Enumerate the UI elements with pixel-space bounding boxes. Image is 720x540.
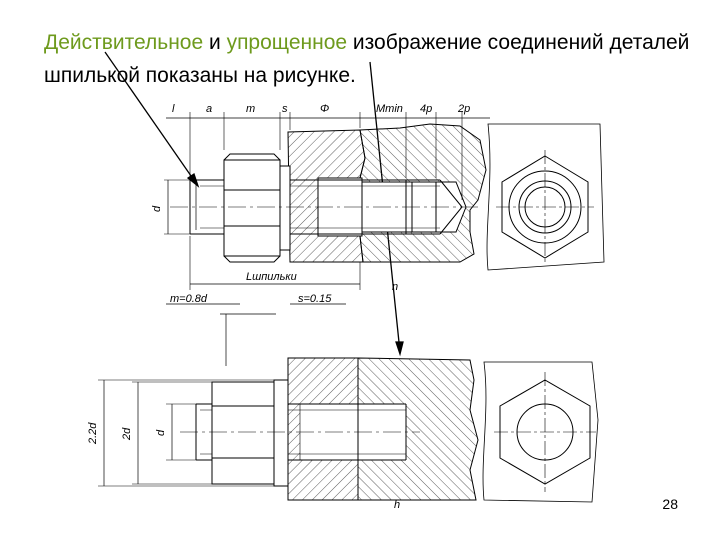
formula-lines xyxy=(166,303,346,366)
dim-label-mmin: Mmin xyxy=(376,103,403,115)
title-and: и xyxy=(203,31,227,54)
bottom-dimension-labels: 2.2d 2d d h xyxy=(87,422,400,511)
dim-label-d-bottom: d xyxy=(155,429,167,436)
top-dimension-labels: l a m s Φ Mmin 4p 2p d Lшпильки m=0.8d s… xyxy=(151,103,470,305)
s-formula-label: s=0.15 xyxy=(298,293,332,305)
title-accent-real: Действительное xyxy=(44,31,204,54)
title-rest: изображение соединений деталей шпилькой … xyxy=(44,31,690,87)
page-number: 28 xyxy=(662,496,678,512)
dim-label-2d: 2d xyxy=(121,427,133,441)
h-label: h xyxy=(394,499,400,511)
bottom-drawing xyxy=(98,357,599,503)
dim-label-phi: Φ xyxy=(320,103,329,115)
dim-label-l: l xyxy=(172,103,175,115)
dim-label-m: m xyxy=(246,103,255,115)
m-formula-label: m=0.8d xyxy=(170,293,208,305)
dim-label-d: d xyxy=(151,205,163,212)
dim-label-4p: 4p xyxy=(420,103,432,115)
top-drawing xyxy=(164,112,605,290)
dim-label-s: s xyxy=(282,103,288,115)
dim-label-a: a xyxy=(206,103,212,115)
slide-title: Действительное и упрощенное изображение … xyxy=(44,26,704,92)
length-label: Lшпильки xyxy=(246,271,297,283)
dim-label-22d: 2.2d xyxy=(87,422,99,445)
dim-label-2p: 2p xyxy=(457,103,470,115)
n-label: n xyxy=(392,281,398,293)
title-accent-simplified: упрощенное xyxy=(226,31,348,54)
